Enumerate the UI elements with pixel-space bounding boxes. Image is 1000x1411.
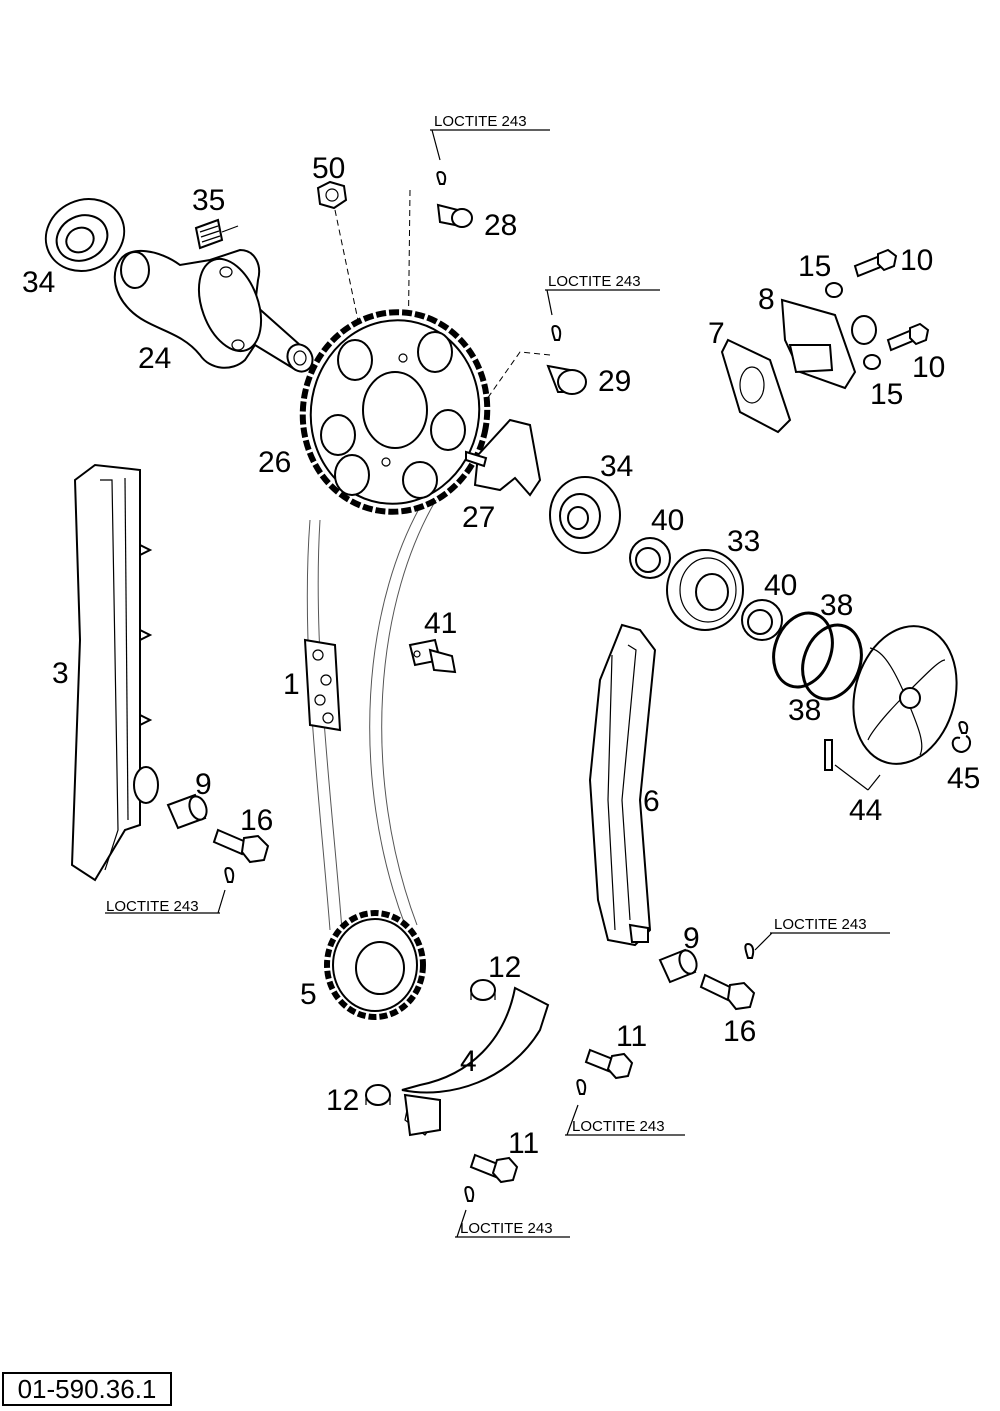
- callout-11-bottom: 11: [508, 1127, 539, 1160]
- callout-12-top: 12: [488, 951, 521, 984]
- callout-7: 7: [708, 317, 725, 350]
- callout-5: 5: [300, 978, 317, 1011]
- callout-15-top: 15: [798, 250, 831, 283]
- cam-guide-27: [465, 418, 542, 497]
- guide-rail-4: [401, 986, 550, 1137]
- callout-6: 6: [643, 785, 660, 818]
- chain-guide-3: [70, 463, 159, 882]
- camshaft-sprocket-26: [299, 309, 491, 515]
- gasket-7: [720, 338, 792, 434]
- master-link-41: [408, 638, 457, 674]
- camshaft-24: [113, 248, 314, 373]
- callout-28: 28: [484, 209, 517, 242]
- callout-9-right: 9: [683, 922, 700, 955]
- callout-12-bottom: 12: [326, 1084, 359, 1117]
- bearing-34-top: [44, 198, 126, 272]
- loctite-note-29: LOCTITE 243: [548, 273, 641, 290]
- circlip-45: [951, 720, 972, 754]
- sleeve-9-right: [658, 948, 698, 984]
- callout-40-left: 40: [651, 504, 684, 537]
- crank-sprocket-5: [324, 910, 426, 1020]
- callout-38-top: 38: [820, 589, 853, 622]
- callout-1: 1: [283, 668, 300, 701]
- bushing-12-bottom: [365, 1084, 391, 1106]
- bearing-34-middle: [549, 476, 621, 554]
- callout-9-left: 9: [195, 768, 212, 801]
- callout-34-middle: 34: [600, 450, 633, 483]
- callout-10-top: 10: [900, 244, 933, 277]
- callout-labels: 50 35 34 24 28 29 26 27 34 15 10 8 7 10 …: [22, 152, 980, 1160]
- seal-40-right: [741, 599, 783, 641]
- loctite-labels: LOCTITE 243 LOCTITE 243 LOCTITE 243 LOCT…: [106, 113, 867, 1237]
- spring-35: [194, 218, 239, 250]
- callout-35: 35: [192, 184, 225, 217]
- callout-15-bottom: 15: [870, 378, 903, 411]
- loctite-note-16-right: LOCTITE 243: [774, 916, 867, 933]
- nut-50: [316, 180, 348, 210]
- callout-26: 26: [258, 446, 291, 479]
- callout-50: 50: [312, 152, 345, 185]
- callout-40-right: 40: [764, 569, 797, 602]
- bolt-16-left: [212, 828, 270, 883]
- callout-3: 3: [52, 657, 69, 690]
- drawing-number-box: 01-590.36.1: [2, 1372, 172, 1406]
- bushing-12-top: [470, 979, 496, 1001]
- bolt-29: [546, 324, 587, 395]
- loctite-note-11-right: LOCTITE 243: [572, 1118, 665, 1135]
- chain-guide-6: [588, 623, 657, 947]
- callout-24: 24: [138, 342, 171, 375]
- bolt-16-right: [699, 942, 756, 1011]
- chain-link-1: [303, 638, 342, 732]
- bearing-33: [666, 549, 744, 631]
- loctite-leaders: [105, 129, 890, 1238]
- impeller-44: [824, 625, 958, 771]
- callout-8: 8: [758, 283, 775, 316]
- callout-10-bottom: 10: [912, 351, 945, 384]
- bolt-11-bottom: [464, 1153, 519, 1202]
- callout-45: 45: [947, 762, 980, 795]
- callout-4: 4: [460, 1045, 477, 1078]
- callout-27: 27: [462, 501, 495, 534]
- callout-16-right: 16: [723, 1015, 756, 1048]
- callout-34-top: 34: [22, 266, 55, 299]
- bolt-11-right: [576, 1048, 634, 1095]
- loctite-note-28: LOCTITE 243: [434, 113, 527, 130]
- callout-11-right: 11: [616, 1020, 647, 1053]
- loctite-note-16-left: LOCTITE 243: [106, 898, 199, 915]
- seal-40-left: [629, 537, 671, 579]
- o-rings-38: [772, 611, 863, 701]
- tensioner-assembly: [720, 248, 930, 434]
- sleeve-9-left: [166, 793, 208, 830]
- callout-16-left: 16: [240, 804, 273, 837]
- callout-29: 29: [598, 365, 631, 398]
- callout-41: 41: [424, 607, 457, 640]
- bolt-28: [436, 170, 473, 228]
- callout-44: 44: [849, 794, 882, 827]
- loctite-note-11-bottom: LOCTITE 243: [460, 1220, 553, 1237]
- callout-38-bottom: 38: [788, 694, 821, 727]
- callout-33: 33: [727, 525, 760, 558]
